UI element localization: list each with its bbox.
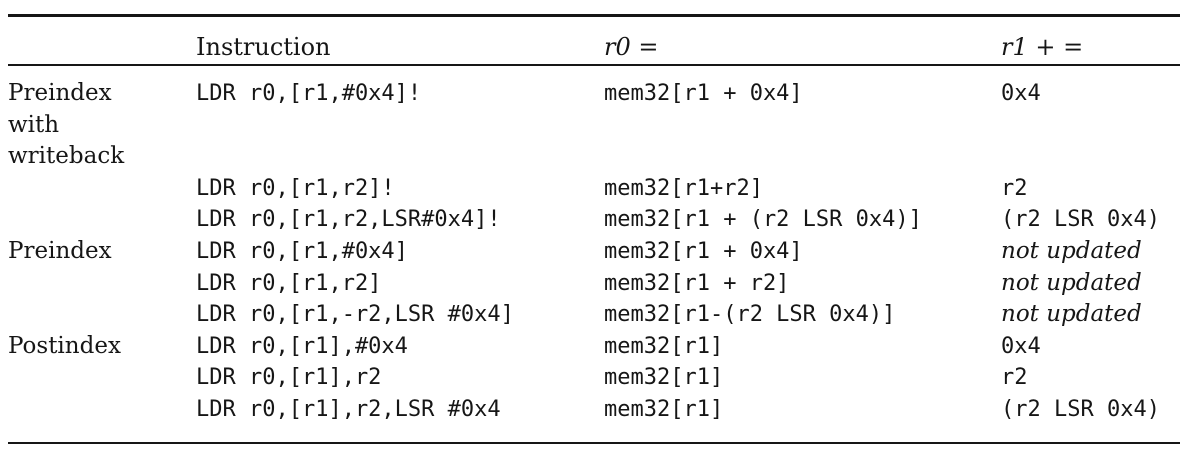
r0-cell: mem32[r1 + 0x4] <box>604 238 803 264</box>
r1-cell: 0x4 <box>1001 81 1041 106</box>
instruction-cell: LDR r0,[r1,#0x4]! <box>196 81 422 106</box>
column-header-r0: r0 = <box>604 33 659 61</box>
table-row: Postindex LDR r0,[r1],#0x4 mem32[r1] 0x4 <box>8 331 1180 363</box>
column-header-instruction: Instruction <box>196 33 331 61</box>
table-header-rule <box>8 64 1180 66</box>
table-row: LDR r0,[r1,r2,LSR#0x4]! mem32[r1 + (r2 L… <box>8 204 1180 236</box>
r0-cell: mem32[r1 + r2] <box>604 270 790 296</box>
mode-cell: Postindex <box>8 332 121 359</box>
r0-cell: mem32[r1] <box>604 333 724 359</box>
r1-cell: not updated <box>1001 301 1142 328</box>
r1-cell: r2 <box>1001 175 1028 201</box>
instruction-cell: LDR r0,[r1],r2 <box>196 365 382 391</box>
r1-cell: not updated <box>1001 237 1142 264</box>
r0-cell: mem32[r1+r2] <box>604 175 763 201</box>
column-header-r1: r1 + = <box>1001 33 1084 61</box>
table-bottom-rule <box>8 442 1180 445</box>
mode-cell: Preindex <box>8 237 112 264</box>
instruction-cell: LDR r0,[r1,#0x4] <box>196 238 408 264</box>
r1-cell: (r2 LSR 0x4) <box>1001 396 1160 422</box>
mode-cell: Preindex with writeback <box>8 80 125 170</box>
instruction-cell: LDR r0,[r1],#0x4 <box>196 333 408 359</box>
instruction-cell: LDR r0,[r1,r2,LSR#0x4]! <box>196 207 501 233</box>
instruction-cell: LDR r0,[r1,-r2,LSR #0x4] <box>196 302 514 328</box>
r0-cell: mem32[r1] <box>604 396 724 422</box>
r0-cell: mem32[r1-(r2 LSR 0x4)] <box>604 302 896 328</box>
table-row: LDR r0,[r1],r2,LSR #0x4 mem32[r1] (r2 LS… <box>8 394 1180 426</box>
table-row: LDR r0,[r1,r2]! mem32[r1+r2] r2 <box>8 173 1180 205</box>
r0-cell: mem32[r1] <box>604 365 724 391</box>
r0-cell: mem32[r1 + 0x4] <box>604 81 803 106</box>
r1-cell: 0x4 <box>1001 333 1041 359</box>
r0-cell: mem32[r1 + (r2 LSR 0x4)] <box>604 207 922 233</box>
table-header-row: Instruction r0 = r1 + = <box>8 16 1180 64</box>
instruction-cell: LDR r0,[r1,r2]! <box>196 175 395 201</box>
r1-cell: not updated <box>1001 269 1142 296</box>
r1-cell: (r2 LSR 0x4) <box>1001 207 1160 233</box>
table-top-rule <box>8 14 1180 17</box>
instruction-cell: LDR r0,[r1],r2,LSR #0x4 <box>196 396 501 422</box>
table-row: LDR r0,[r1,-r2,LSR #0x4] mem32[r1-(r2 LS… <box>8 299 1180 331</box>
table-row: LDR r0,[r1],r2 mem32[r1] r2 <box>8 362 1180 394</box>
instruction-cell: LDR r0,[r1,r2] <box>196 270 382 296</box>
table-row: Preindex with writeback LDR r0,[r1,#0x4]… <box>8 78 1180 173</box>
r1-cell: r2 <box>1001 365 1028 391</box>
table-row: LDR r0,[r1,r2] mem32[r1 + r2] not update… <box>8 268 1180 300</box>
table-row: Preindex LDR r0,[r1,#0x4] mem32[r1 + 0x4… <box>8 236 1180 268</box>
table-body: Preindex with writeback LDR r0,[r1,#0x4]… <box>8 66 1180 426</box>
